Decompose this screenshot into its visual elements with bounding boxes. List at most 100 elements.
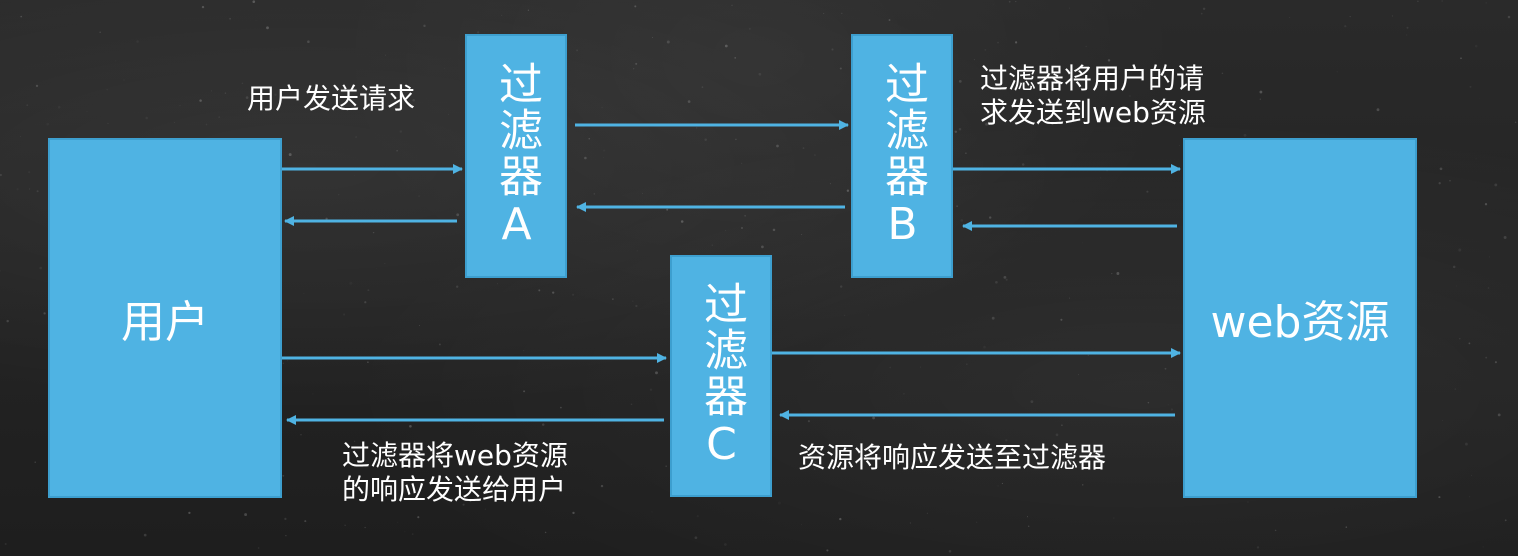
chalk-speck	[523, 390, 526, 393]
chalk-speck	[1019, 86, 1021, 89]
chalk-speck	[655, 371, 658, 375]
chalk-speck	[839, 67, 842, 70]
chalk-speck	[1069, 7, 1070, 9]
chalk-speck	[635, 304, 638, 308]
chalk-speck	[576, 49, 579, 52]
chalk-speck	[665, 465, 668, 468]
annotation-line: 过滤器将用户的请	[980, 62, 1205, 95]
chalk-speck	[814, 154, 816, 156]
chalk-speck	[409, 424, 412, 428]
chalk-speck	[497, 283, 499, 285]
chalk-speck	[630, 403, 633, 406]
chalk-speck	[1439, 167, 1443, 171]
chalk-speck	[1069, 459, 1073, 463]
user-label: 用户	[121, 297, 209, 348]
chalk-speck	[34, 461, 36, 463]
chalk-speck	[1259, 98, 1262, 100]
annotation-line: 过滤器将web资源	[342, 439, 568, 472]
chalk-speck	[1449, 179, 1451, 182]
chalk-speck	[696, 515, 699, 518]
chalk-speck	[1111, 273, 1113, 275]
chalk-speck	[749, 28, 751, 30]
chalk-speck	[588, 138, 590, 140]
chalk-speck	[257, 547, 260, 549]
filter-a-label: 过滤器A	[491, 60, 542, 252]
chalk-speck	[1471, 474, 1472, 476]
chalk-speck	[39, 266, 42, 270]
chalk-speck	[584, 156, 587, 160]
chalk-speck	[926, 512, 928, 514]
chalk-speck	[998, 84, 1002, 87]
chalk-speck	[398, 394, 400, 396]
chalk-speck	[106, 89, 108, 91]
chalk-speck	[603, 157, 604, 159]
chalk-speck	[57, 105, 61, 109]
chalk-speck	[282, 474, 285, 477]
chalk-speck	[418, 195, 420, 197]
chalk-speck	[1061, 424, 1063, 427]
chalk-speck	[701, 86, 704, 88]
web-resource-label: web资源	[1210, 297, 1390, 348]
chalk-speck	[1200, 12, 1203, 15]
chalk-speck	[1456, 285, 1457, 287]
filter-c-label: 过滤器C	[696, 280, 747, 472]
chalk-speck	[6, 319, 9, 323]
chalk-speck	[417, 516, 420, 519]
chalk-speck	[1459, 338, 1461, 340]
chalk-speck	[1514, 121, 1517, 124]
chalk-speck	[115, 60, 117, 62]
chalk-speck	[1504, 519, 1507, 522]
chalk-speck	[28, 171, 31, 174]
chalk-speck	[1113, 517, 1115, 519]
chalk-speck	[995, 280, 998, 284]
chalk-speck	[741, 227, 743, 229]
chalk-speck	[725, 230, 727, 231]
chalk-speck	[801, 523, 803, 525]
filter-b-box: 过滤器B	[851, 34, 953, 278]
chalk-speck	[997, 485, 999, 487]
chalk-speck	[538, 289, 541, 292]
chalk-speck	[1454, 388, 1456, 390]
chalk-speck	[985, 122, 989, 126]
chalk-speck	[826, 549, 829, 552]
chalk-speck	[218, 116, 221, 118]
chalk-speck	[412, 98, 416, 102]
chalk-speck	[696, 127, 698, 129]
chalk-speck	[634, 5, 637, 8]
chalk-speck	[1147, 401, 1150, 404]
chalk-speck	[1221, 72, 1224, 75]
chalk-speck	[1243, 133, 1247, 137]
chalk-speck	[984, 49, 987, 51]
chalk-speck	[411, 533, 414, 535]
chalk-speck	[107, 122, 109, 124]
chalk-speck	[802, 147, 805, 149]
chalk-speck	[1487, 287, 1490, 289]
chalk-speck	[99, 31, 101, 34]
chalk-speck	[1085, 45, 1087, 47]
chalk-speck	[404, 531, 406, 533]
chalk-speck	[1202, 7, 1206, 11]
chalk-speck	[419, 325, 420, 326]
chalk-speck	[741, 162, 743, 164]
chalk-speck	[1469, 85, 1472, 88]
chalk-speck	[958, 128, 962, 131]
chalk-speck	[888, 19, 891, 21]
chalk-speck	[1494, 361, 1497, 364]
chalk-speck	[1058, 453, 1060, 455]
chalk-speck	[325, 217, 328, 220]
chalk-speck	[1060, 318, 1063, 321]
chalk-speck	[367, 289, 370, 292]
chalk-speck	[29, 188, 31, 190]
chalk-speck	[600, 484, 604, 488]
chalk-speck	[632, 300, 634, 302]
chalk-speck	[735, 138, 737, 141]
chalk-speck	[448, 113, 450, 115]
chalk-speck	[1406, 26, 1409, 29]
chalk-speck	[1438, 496, 1441, 499]
chalk-speck	[1005, 278, 1008, 281]
chalk-speck	[831, 48, 834, 51]
chalk-speck	[344, 524, 346, 527]
chalk-speck	[444, 68, 446, 70]
chalk-speck	[1068, 297, 1070, 299]
chalk-speck	[0, 173, 2, 177]
